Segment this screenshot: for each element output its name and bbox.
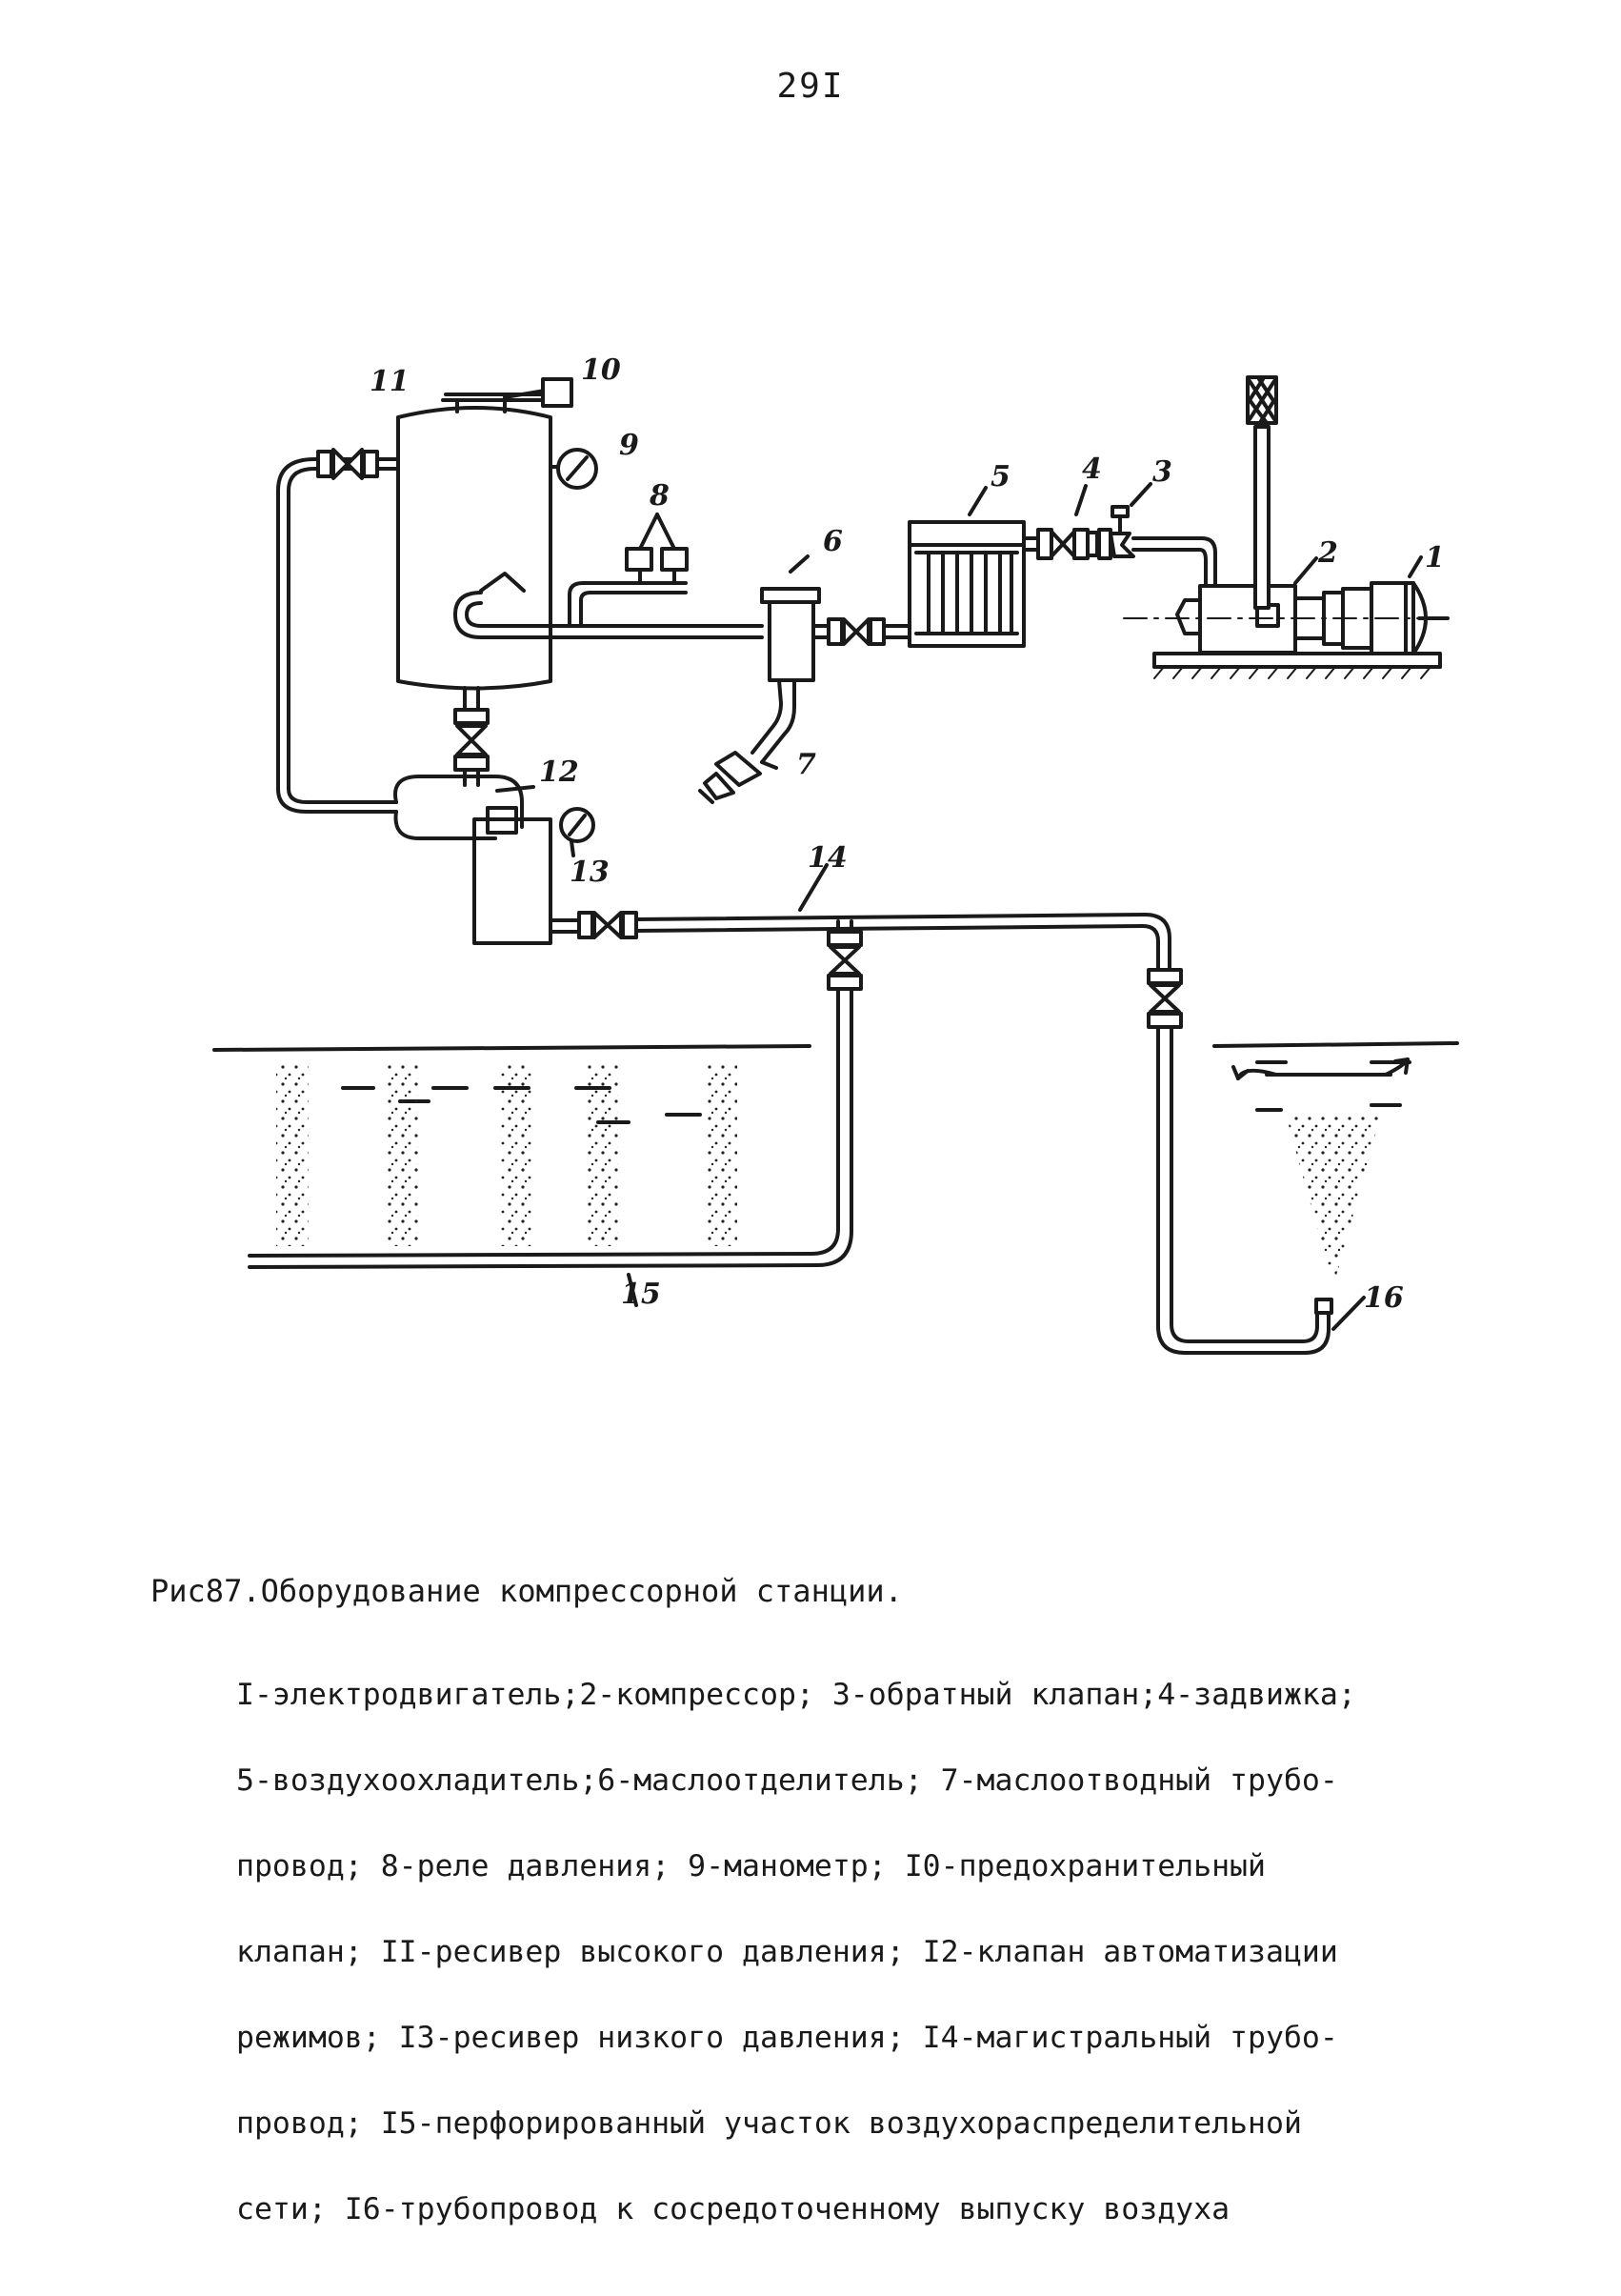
bypass-pipe [276, 448, 400, 814]
label-6: 6 [823, 525, 843, 558]
air-cooler [908, 486, 1026, 648]
foundation-hatch [1153, 666, 1431, 679]
valve-separator-cooler [811, 617, 911, 646]
caption-line: сети; I6-трубопровод к сосредоточенному … [236, 2192, 1231, 2226]
pressure-relays [568, 513, 689, 628]
foundation-base [1152, 652, 1442, 669]
aeration-bubbles [276, 1065, 1381, 1286]
label-4: 4 [1082, 453, 1102, 486]
caption-line: провод; 8-реле давления; 9-манометр; I0-… [236, 1849, 1266, 1883]
check-valve [1086, 482, 1217, 591]
receiver-outlet-valve [453, 686, 490, 787]
branch-to-perforated [248, 919, 863, 1269]
label-12: 12 [539, 755, 579, 789]
label-5: 5 [991, 460, 1011, 493]
label-9: 9 [619, 429, 639, 462]
label-14: 14 [808, 841, 848, 875]
tank-outlet [1212, 1041, 1459, 1331]
caption-line: провод; I5-перфорированный участок возду… [236, 2106, 1302, 2141]
caption-line: режимов; I3-ресивер низкого давления; I4… [236, 2021, 1338, 2055]
label-line-15 [627, 1273, 638, 1307]
caption-line: 5-воздухоохладитель;6-маслоотделитель; 7… [236, 1763, 1338, 1798]
label-7: 7 [796, 748, 816, 781]
label-10: 10 [581, 353, 621, 387]
low-pressure-receiver [472, 807, 595, 945]
label-8: 8 [649, 479, 670, 513]
label-16: 16 [1364, 1281, 1404, 1315]
safety-valve [441, 377, 573, 413]
figure-caption: Рис87.Оборудование компрессорной станции… [150, 1572, 1503, 2281]
label-2: 2 [1317, 536, 1338, 570]
branch-to-outlet [1147, 968, 1333, 1355]
label-15: 15 [621, 1278, 661, 1311]
label-3: 3 [1152, 455, 1172, 489]
caption-line: I-электродвигатель;2-компрессор; 3-обрат… [236, 1678, 1356, 1712]
label-11: 11 [370, 365, 410, 398]
receiver-inlet-pipe [453, 591, 764, 639]
high-pressure-receiver [396, 406, 552, 691]
gate-valve [1022, 484, 1090, 560]
page-number: 29I [776, 67, 845, 106]
label-1: 1 [1425, 541, 1445, 574]
caption-title: Рис87.Оборудование компрессорной станции… [150, 1573, 903, 1609]
main-pipeline [549, 863, 1171, 974]
caption-line: клапан; II-ресивер высокого давления; I2… [236, 1935, 1338, 1969]
oil-separator [698, 554, 821, 804]
manometer-high [549, 448, 598, 490]
label-13: 13 [570, 856, 610, 889]
caption-legend: I-электродвигатель;2-компрессор; 3-обрат… [236, 1623, 1503, 2281]
